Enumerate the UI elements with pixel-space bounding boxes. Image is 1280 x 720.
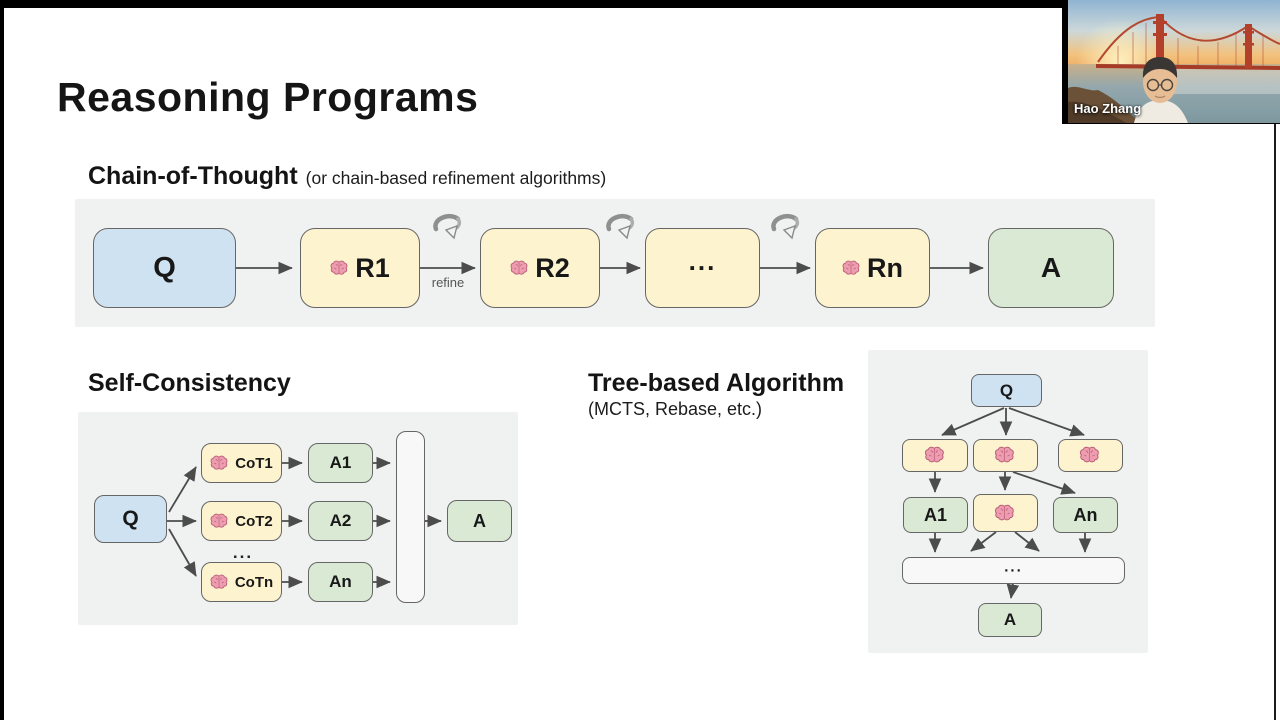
sc-node-q: Q [94,495,167,543]
tree-node-a: A [978,603,1042,637]
cot-node-r2: R2 [480,228,600,308]
tree-node-an: An [1053,497,1118,533]
sc-panel: Q CoT1 CoT2 ... CoTn A1 A2 An A [78,412,518,625]
page-title: Reasoning Programs [57,74,479,120]
cot-node-q: Q [93,228,236,308]
bridge-towers [1153,14,1254,68]
tree-node-a1: A1 [903,497,968,533]
sc-node-an: An [308,562,373,602]
sc-heading: Self-Consistency [88,369,291,397]
sc-node-cotn-label: CoTn [234,573,274,591]
brain-icon [210,455,230,472]
cot-node-q-label: Q [153,251,176,284]
refine-loop-icon [767,211,803,241]
tree-node-reason-2 [973,439,1038,472]
tree-node-reason-4 [973,494,1038,532]
refine-loop-icon [602,211,638,241]
sc-node-a: A [447,500,512,542]
sc-node-an-label: An [329,572,352,591]
tree-node-reason-1 [902,439,968,472]
tree-ellipsis-label: ... [1004,558,1023,576]
brain-icon [210,513,230,530]
cot-node-r2-label: R2 [535,252,570,283]
refine-label: refine [431,275,465,290]
tree-node-q-label: Q [999,380,1014,400]
tree-node-reason-3 [1058,439,1123,472]
brain-icon [994,504,1017,523]
sc-node-q-label: Q [122,507,139,530]
tree-heading: Tree-based Algorithm [588,369,845,397]
cot-heading: Chain-of-Thought [88,162,298,190]
sc-node-a2-label: A2 [329,511,352,530]
brain-icon [510,260,530,277]
cot-node-a-label: A [1040,252,1062,283]
cot-heading-row: Chain-of-Thought (or chain-based refinem… [88,162,606,191]
cot-node-rn-label: Rn [867,252,903,283]
tree-ellipsis-bar: ... [902,557,1125,584]
webcam-scene [1068,0,1280,123]
right-edge-line [1274,123,1276,720]
cot-arrows [236,261,984,275]
top-black-bar [0,0,1068,8]
cot-node-a: A [988,228,1114,308]
cot-node-r1-label: R1 [355,252,390,283]
tree-arrows [928,407,1092,599]
sc-node-a1: A1 [308,443,373,483]
tree-node-a1-label: A1 [923,504,947,525]
brain-icon [924,446,947,465]
sc-node-a1-label: A1 [329,453,352,472]
sc-node-cot2: CoT2 [201,501,282,541]
brain-icon [842,260,862,277]
sc-node-cotn: CoTn [201,562,282,602]
tree-panel: Q A1 An ... A [868,350,1148,653]
cot-panel: refine Q R1 R2 ... Rn A [75,199,1155,327]
cot-node-ellipsis: ... [645,228,760,308]
speaker-name: Hao Zhang [1074,101,1142,116]
brain-icon [994,446,1017,465]
webcam-video: Hao Zhang [1062,0,1280,124]
cot-node-rn: Rn [815,228,930,308]
sc-node-cot1-label: CoT1 [235,454,273,472]
refine-loop-icon [429,211,465,241]
sc-node-cot1: CoT1 [201,443,282,483]
speaker [1134,57,1188,123]
tree-node-a-label: A [1003,610,1017,629]
cot-subheading: (or chain-based refinement algorithms) [305,168,607,188]
sc-arrows [167,456,442,589]
brain-icon [330,260,350,277]
left-black-bar [0,0,4,720]
tree-subheading: (MCTS, Rebase, etc.) [588,399,763,419]
sc-aggregator-bar [396,431,425,603]
brain-icon [1079,446,1102,465]
sc-ellipsis: ... [232,543,254,562]
sc-node-cot2-label: CoT2 [235,512,273,530]
brain-icon [210,574,230,591]
tree-node-q: Q [971,374,1042,407]
tree-node-an-label: An [1073,504,1098,525]
sc-node-a2: A2 [308,501,373,541]
cot-ellipsis-label: ... [688,245,717,276]
sc-node-a-label: A [473,510,486,531]
cot-node-r1: R1 [300,228,420,308]
